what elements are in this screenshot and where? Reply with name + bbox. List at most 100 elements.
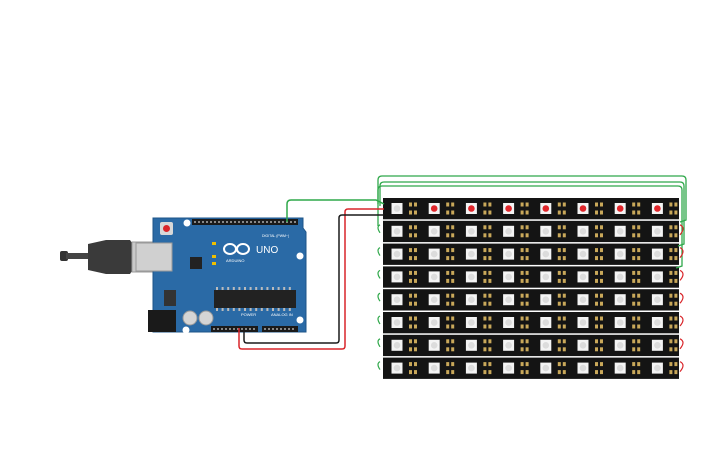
led-pixel-off [430,228,438,235]
data-wire[interactable] [286,199,385,222]
solder-pad [562,293,566,298]
led-pixel-off [579,342,587,349]
led-pixel-off [579,296,587,304]
solder-pad [637,278,641,283]
solder-pad [674,270,678,275]
solder-pad [632,278,636,283]
solder-pad [525,370,529,375]
board-led [212,242,216,245]
led-pixel-off [616,273,624,281]
solder-pad [595,301,598,306]
header-pin [217,328,219,330]
solder-pad [520,248,524,253]
solder-pad [637,248,641,253]
board-led [212,262,216,265]
solder-pad [674,339,678,344]
solder-pad [600,270,603,275]
solder-pad [637,256,641,261]
led-pixel-off [505,250,512,258]
solder-pad [525,347,529,352]
header-pin [246,221,248,223]
header-pin [221,328,223,330]
solder-pad [483,362,487,367]
led-pixel-off [393,250,401,258]
solder-pad [600,225,603,230]
led-pixel-lit [579,205,587,212]
mount-hole [296,316,304,324]
header-pin [292,328,294,330]
chip-pin [277,287,280,290]
header-pin [294,221,296,223]
solder-pad [520,347,524,352]
solder-pad [637,316,641,321]
solder-pad [446,301,450,306]
power-label: POWER [241,312,256,317]
solder-pad [451,347,455,352]
strip-interconnect-wire [377,175,687,223]
solder-pad [637,362,641,367]
led-strip-row [383,312,679,334]
solder-pad [632,270,636,275]
solder-pad [451,248,455,253]
chip-pin [283,308,286,311]
solder-pad [600,233,603,238]
led-pixel-off [505,342,512,349]
solder-pad [488,301,492,306]
led-pixel-off [542,273,550,281]
solder-pad [409,270,412,275]
solder-pad [451,225,455,230]
solder-pad [483,256,487,261]
chip-pin [255,287,258,290]
solder-pad [669,301,673,306]
solder-pad [674,202,678,207]
solder-pad [520,362,524,367]
solder-pad [632,301,636,306]
header-pin [225,328,227,330]
led-pixel-off [579,364,587,372]
led-matrix[interactable] [383,198,679,379]
solder-pad [600,324,603,329]
chip-pin [232,287,235,290]
led-pixel-off [430,296,438,304]
ground-wire[interactable] [243,214,384,344]
strip-interconnect-wire [377,315,381,325]
digital-header[interactable] [192,219,298,225]
solder-pad [557,256,561,261]
solder-pad [483,202,487,207]
solder-pad [520,324,524,329]
led-pixel-off [654,319,661,326]
solder-pad [409,324,412,329]
solder-pad [632,293,636,298]
solder-pad [595,248,598,253]
solder-pad [632,324,636,329]
solder-pad [488,225,492,230]
chip-pin [260,287,263,290]
solder-pad [520,339,524,344]
solder-pad [446,370,450,375]
header-pin [230,221,232,223]
header-pin [290,221,292,223]
solder-pad [488,233,492,238]
regulator [164,290,176,306]
power-5v-wire[interactable] [238,208,384,350]
solder-pad [637,225,641,230]
led-pixel-lit [616,205,624,212]
solder-pad [669,362,673,367]
arduino-logo-text: ARDUINO [226,258,244,263]
solder-pad [414,347,417,352]
solder-pad [557,347,561,352]
solder-pad [632,210,636,215]
arduino-board[interactable]: ARDUINO UNO DIGITAL (PWM~) POWER ANALOG … [135,217,307,334]
solder-pad [483,347,487,352]
chip-pin [221,308,224,311]
solder-pad [595,225,598,230]
solder-pad [595,233,598,238]
solder-pad [632,256,636,261]
solder-pad [674,233,678,238]
solder-pad [632,316,636,321]
solder-pad [600,202,603,207]
solder-pad [632,347,636,352]
matrix-strips [383,198,679,379]
